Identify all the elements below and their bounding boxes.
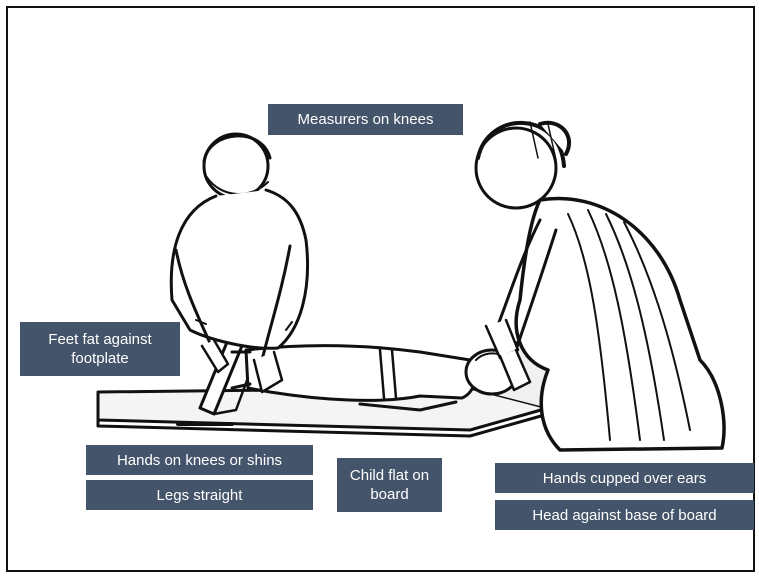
child-flat-label: Child flat on board bbox=[337, 458, 442, 512]
hands-knees-label: Hands on knees or shins bbox=[86, 445, 313, 475]
feet-label: Feet fat against footplate bbox=[20, 322, 180, 376]
head-board-label: Head against base of board bbox=[495, 500, 754, 530]
legs-straight-label: Legs straight bbox=[86, 480, 313, 510]
hands-ears-label: Hands cupped over ears bbox=[495, 463, 754, 493]
measurers-label: Measurers on knees bbox=[268, 104, 463, 135]
